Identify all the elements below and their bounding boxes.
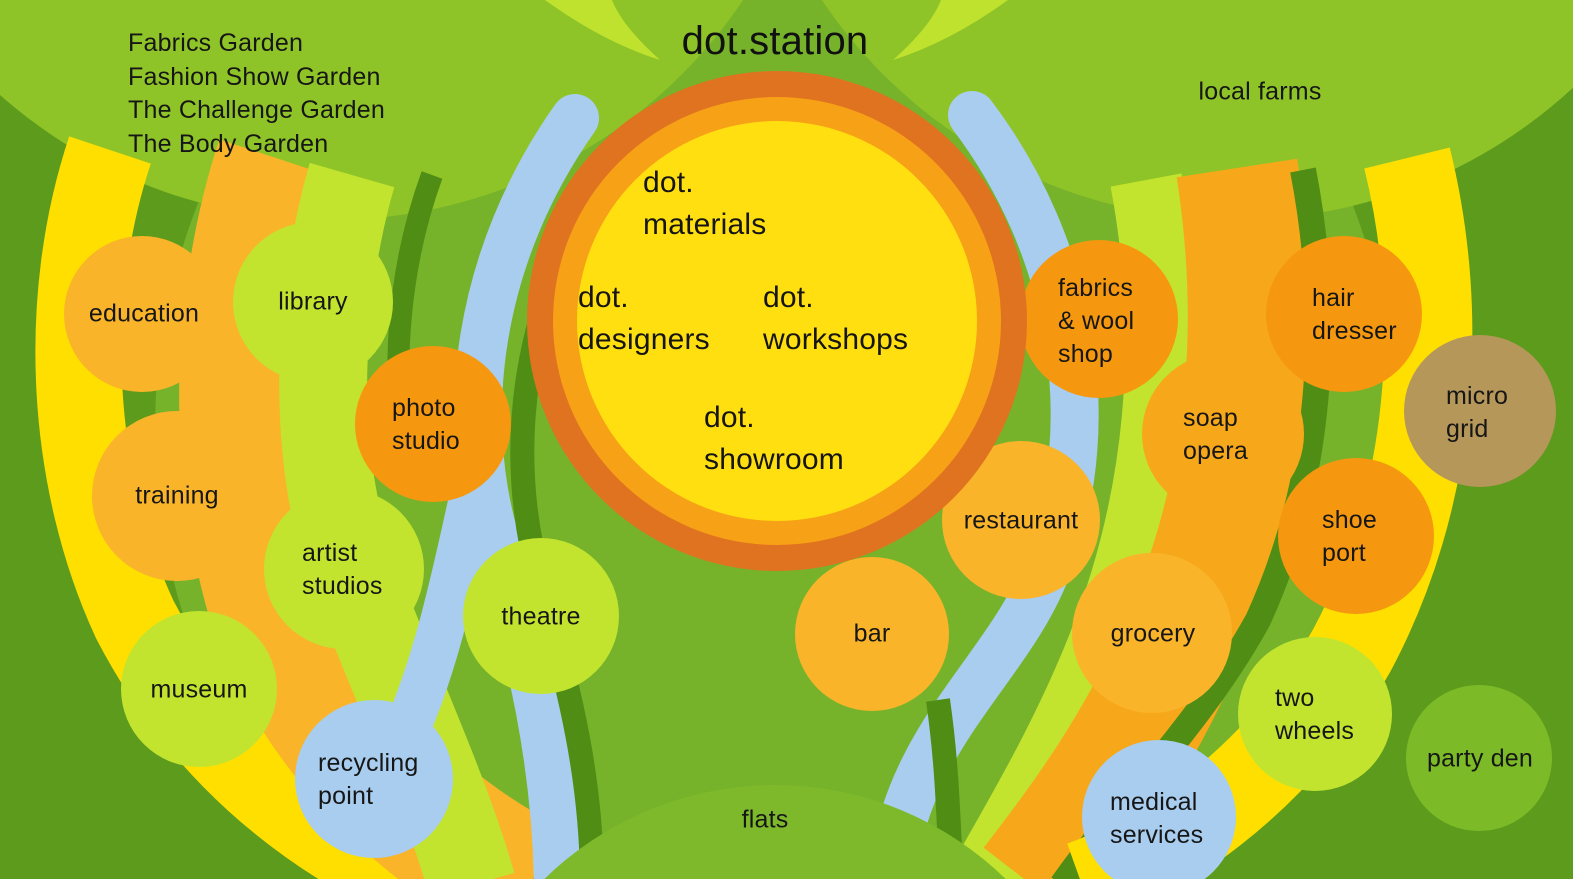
station-circle-inner bbox=[577, 121, 977, 521]
party-den-bubble bbox=[1406, 685, 1552, 831]
gardens-legend: Fabrics Garden Fashion Show Garden The C… bbox=[128, 29, 385, 158]
left-blue-band bbox=[453, 94, 599, 879]
grocery-label: grocery bbox=[1110, 619, 1196, 648]
page-title: dot.station bbox=[681, 19, 869, 63]
theatre-bubble bbox=[463, 538, 619, 694]
restaurant-bubble bbox=[942, 441, 1100, 599]
micro-grid-bubble bbox=[1404, 335, 1556, 487]
medical-services-label: medical services bbox=[1110, 788, 1204, 849]
shoe-port-bubble bbox=[1278, 458, 1434, 614]
micro-grid-label: micro grid bbox=[1446, 382, 1509, 443]
museum-label: museum bbox=[150, 675, 248, 704]
restaurant-label: restaurant bbox=[963, 506, 1079, 535]
two-wheels-label: two wheels bbox=[1275, 684, 1355, 745]
fabrics-wool-shop-label: fabrics & wool shop bbox=[1058, 274, 1135, 368]
education-bubble bbox=[64, 236, 220, 392]
theatre-label: theatre bbox=[501, 602, 581, 631]
bar-bubble bbox=[795, 557, 949, 711]
bar-label: bar bbox=[853, 619, 891, 648]
dot-designers-label: dot. designers bbox=[578, 281, 710, 356]
party-den-label: party den bbox=[1426, 744, 1534, 773]
flats-label: flats bbox=[741, 805, 789, 834]
recycling-point-label: recycling point bbox=[318, 749, 419, 810]
soap-opera-bubble bbox=[1142, 353, 1304, 515]
flats-circle bbox=[544, 785, 1006, 879]
medical-services-bubble bbox=[1082, 740, 1236, 879]
two-wheels-bubble bbox=[1238, 637, 1392, 791]
recycling-point-bubble bbox=[295, 700, 453, 858]
education-label: education bbox=[88, 299, 200, 328]
library-bubble bbox=[233, 222, 393, 382]
photo-studio-bubble bbox=[355, 346, 511, 502]
left-wing-shape bbox=[545, 0, 660, 60]
photo-studio-label: photo studio bbox=[392, 394, 460, 455]
grocery-bubble bbox=[1072, 553, 1232, 713]
dot-showroom-label: dot. showroom bbox=[704, 401, 844, 476]
shoe-port-label: shoe port bbox=[1322, 506, 1378, 567]
artist-studios-bubble bbox=[264, 489, 424, 649]
dot-materials-label: dot. materials bbox=[643, 166, 767, 241]
local-farms-label: local farms bbox=[1198, 77, 1322, 106]
soap-opera-label: soap opera bbox=[1183, 404, 1248, 465]
library-label: library bbox=[278, 287, 348, 316]
dot-workshops-label: dot. workshops bbox=[763, 281, 909, 356]
museum-bubble bbox=[121, 611, 277, 767]
hair-dresser-label: hair dresser bbox=[1312, 284, 1397, 345]
training-label: training bbox=[135, 481, 219, 510]
right-wing-shape bbox=[893, 0, 1008, 60]
hair-dresser-bubble bbox=[1266, 236, 1422, 392]
artist-studios-label: artist studios bbox=[302, 539, 383, 600]
fabrics-wool-shop-bubble bbox=[1020, 240, 1178, 398]
training-bubble bbox=[92, 411, 262, 581]
